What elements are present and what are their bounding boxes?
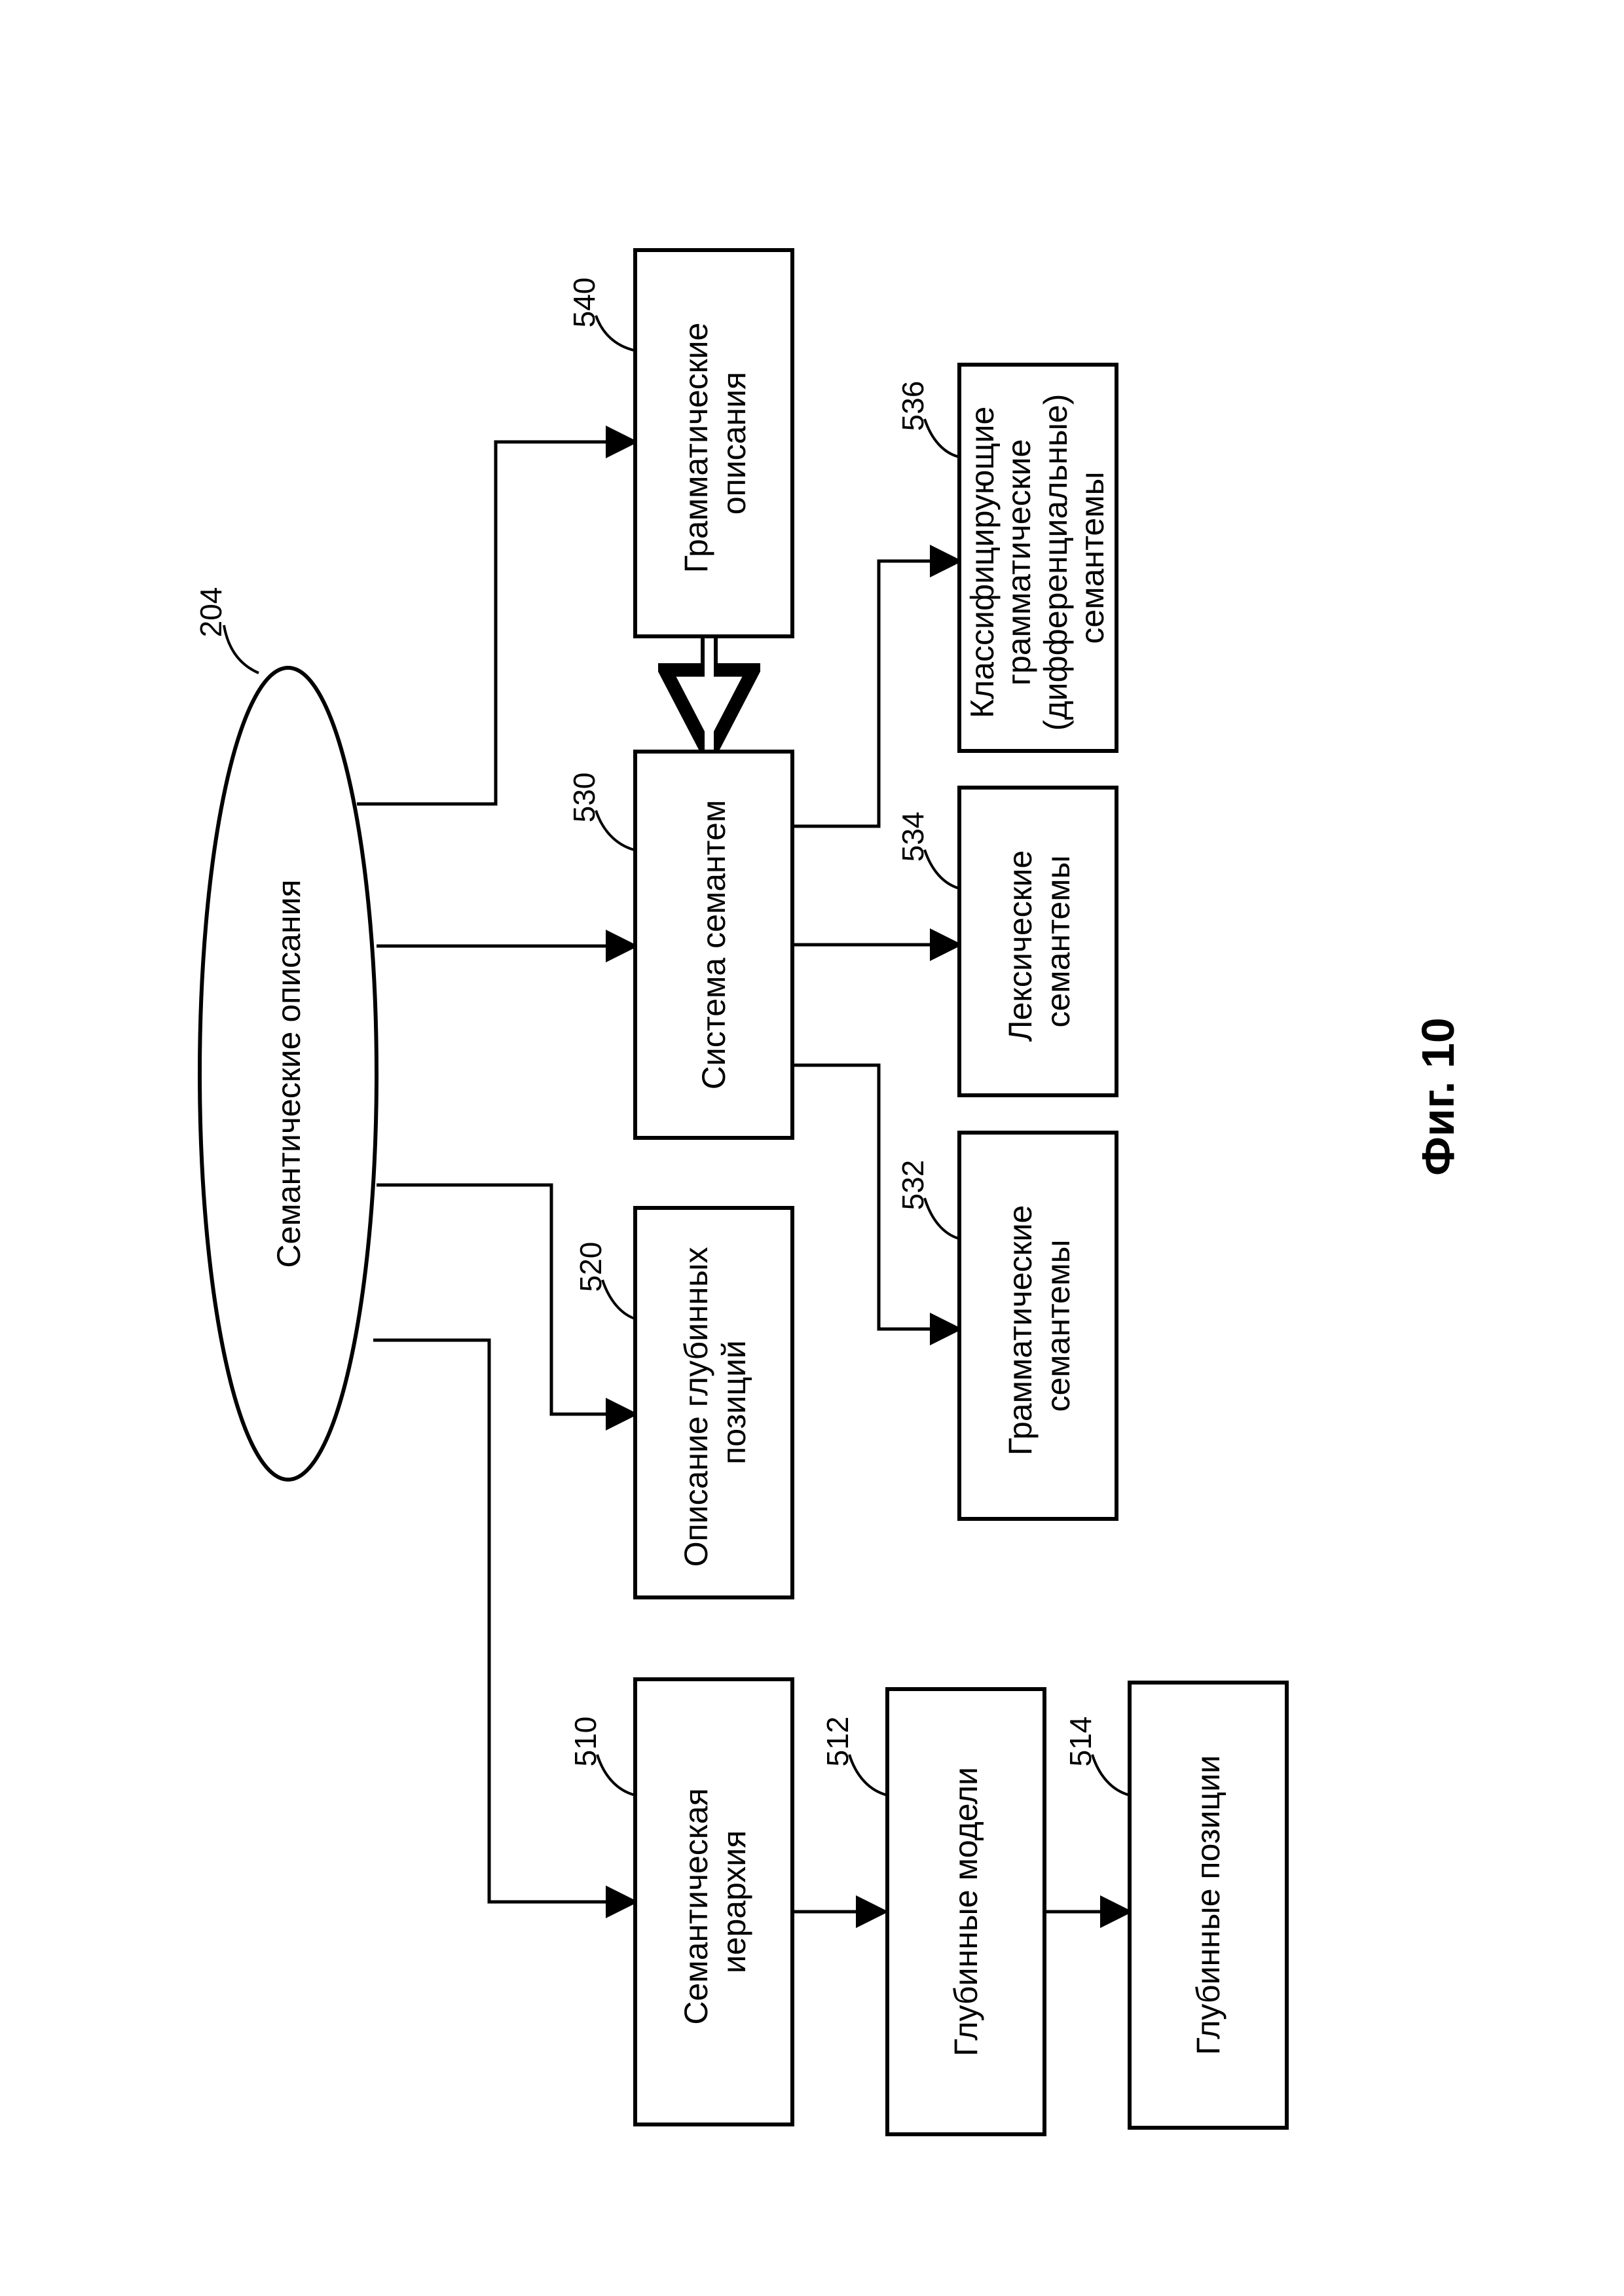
ref-520: 520 bbox=[574, 1242, 637, 1319]
svg-text:534: 534 bbox=[896, 812, 930, 862]
svg-text:512: 512 bbox=[821, 1717, 855, 1767]
node-534-line-2: семантемы bbox=[1040, 855, 1077, 1027]
edge-204-540 bbox=[357, 442, 635, 804]
node-536-line-4: семантемы bbox=[1074, 471, 1111, 644]
ref-512: 512 bbox=[821, 1717, 887, 1795]
svg-text:510: 510 bbox=[568, 1717, 602, 1767]
edge-204-520 bbox=[377, 1185, 635, 1414]
node-530-line-1: Система семантем bbox=[695, 800, 732, 1089]
edge-530-536 bbox=[792, 561, 959, 826]
node-540-line-2: описания bbox=[716, 372, 752, 515]
node-540-line-1: Грамматические bbox=[678, 323, 714, 574]
ref-530: 530 bbox=[567, 773, 634, 850]
node-520-line-2: позиций bbox=[716, 1340, 752, 1465]
node-514-line-1: Глубинные позиции bbox=[1190, 1755, 1227, 2055]
ref-536: 536 bbox=[896, 381, 959, 457]
node-204: Семантические описания bbox=[200, 668, 377, 1480]
svg-text:514: 514 bbox=[1063, 1717, 1098, 1767]
ref-510: 510 bbox=[568, 1717, 635, 1795]
node-510-line-2: иерархия bbox=[716, 1831, 752, 1974]
node-204-label: Семантические описания bbox=[270, 879, 307, 1267]
node-512: Глубинные модели bbox=[887, 1689, 1044, 2134]
node-510: Семантическая иерархия bbox=[635, 1679, 792, 2124]
edge-530-532 bbox=[792, 1065, 959, 1329]
svg-text:540: 540 bbox=[567, 278, 601, 328]
svg-text:204: 204 bbox=[194, 587, 228, 638]
ref-204: 204 bbox=[194, 587, 259, 673]
svg-text:536: 536 bbox=[896, 381, 930, 431]
node-532: Грамматические семантемы bbox=[959, 1133, 1116, 1519]
node-536-line-2: грамматические bbox=[1001, 439, 1037, 686]
ref-540: 540 bbox=[567, 278, 634, 350]
ref-514: 514 bbox=[1063, 1717, 1130, 1795]
figure-caption: Фиг. 10 bbox=[1412, 1017, 1464, 1176]
node-532-line-2: семантемы bbox=[1040, 1239, 1077, 1412]
ref-534: 534 bbox=[896, 812, 959, 888]
node-536: Классифицирующие грамматические (диффере… bbox=[959, 365, 1116, 751]
node-534-line-1: Лексические bbox=[1002, 850, 1039, 1042]
node-532-line-1: Грамматические bbox=[1002, 1205, 1039, 1456]
node-510-line-1: Семантическая bbox=[678, 1788, 714, 2024]
node-530: Система семантем bbox=[635, 752, 792, 1138]
node-540: Грамматические описания bbox=[635, 250, 792, 636]
node-512-line-1: Глубинные модели bbox=[948, 1767, 984, 2056]
svg-text:520: 520 bbox=[574, 1242, 608, 1292]
svg-text:530: 530 bbox=[567, 773, 601, 823]
edge-204-510 bbox=[373, 1340, 635, 1902]
node-536-line-3: (дифференциальные) bbox=[1037, 394, 1074, 731]
svg-text:532: 532 bbox=[896, 1160, 930, 1211]
node-520: Описание глубинных позиций bbox=[635, 1208, 792, 1597]
node-520-line-1: Описание глубинных bbox=[678, 1247, 714, 1567]
node-514: Глубинные позиции bbox=[1130, 1683, 1287, 2128]
ref-532: 532 bbox=[896, 1160, 959, 1239]
node-536-line-1: Классифицирующие bbox=[964, 407, 1001, 718]
node-534: Лексические семантемы bbox=[959, 788, 1116, 1095]
